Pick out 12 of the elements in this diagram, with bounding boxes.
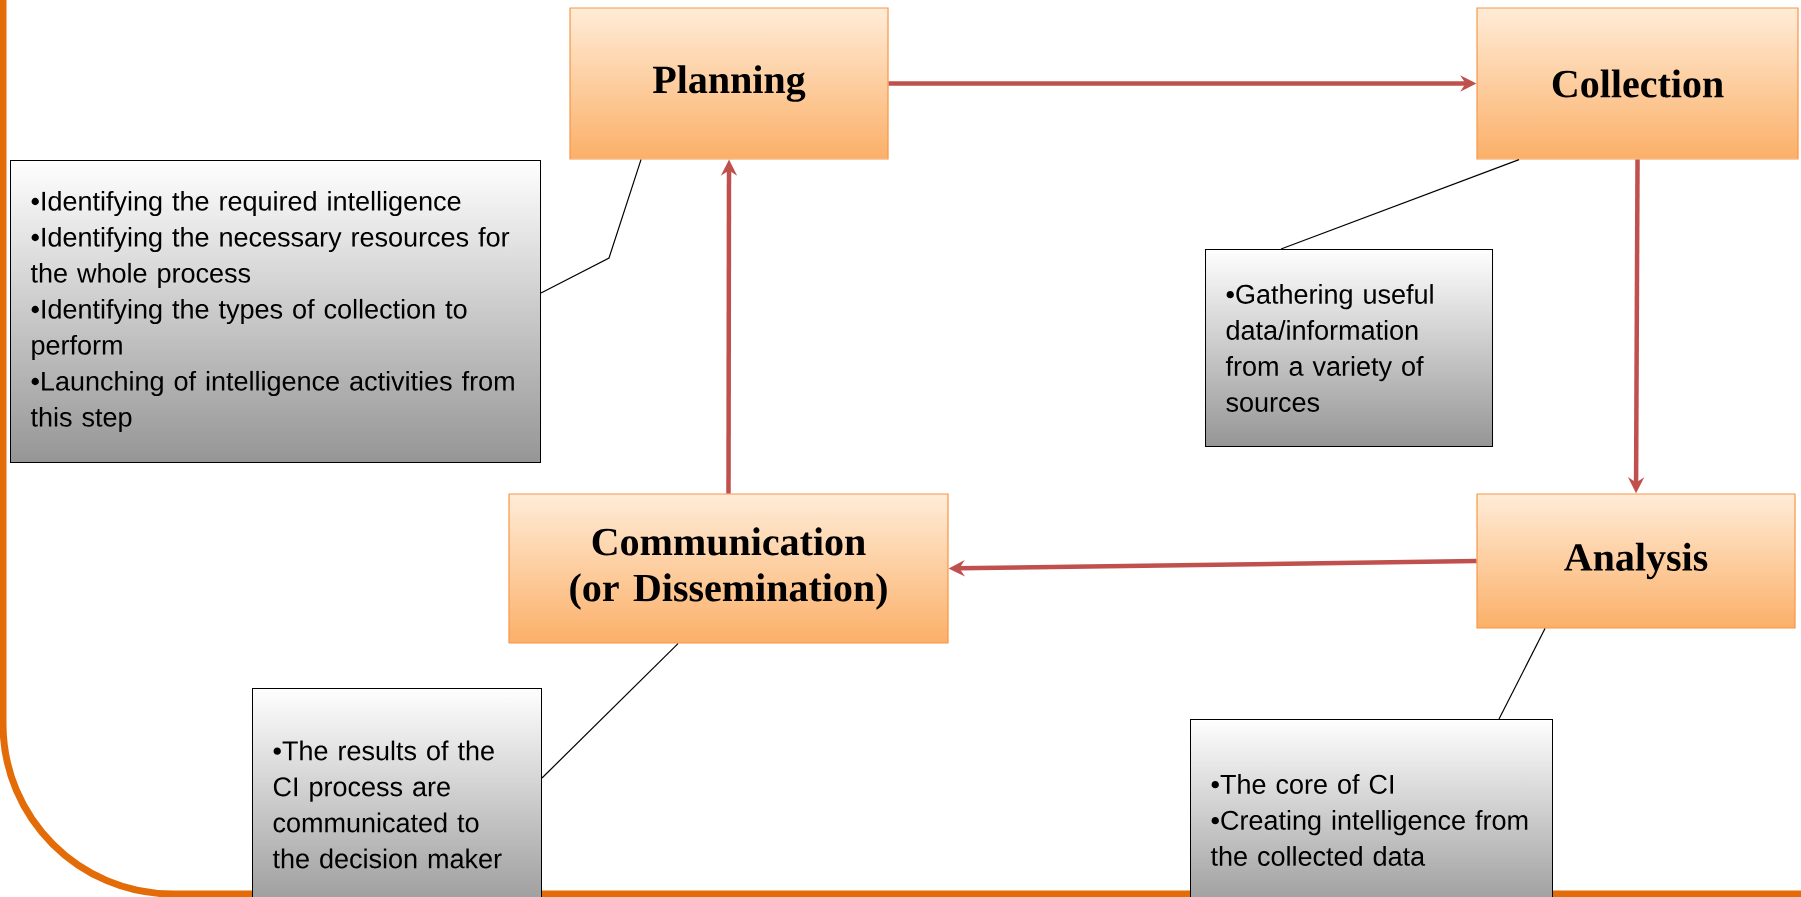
step-box: Analysis xyxy=(1476,493,1796,629)
note-box: •Gathering useful data/information from a variety of sources xyxy=(1205,249,1493,447)
note-box: •The results of the CI process are communicated to the decision maker xyxy=(252,688,542,897)
step-box: Communication (or Dissemination) xyxy=(508,493,949,644)
leader-line xyxy=(540,159,642,294)
note-box: •Identifying the required intelligence •Identifying the necessary resources for the whole process •Identifying the types of collection to perform •Launching of intelligence activities from this step xyxy=(10,160,541,463)
step-box: Collection xyxy=(1476,7,1799,160)
leader-line xyxy=(1498,628,1546,720)
step-box: Planning xyxy=(569,7,889,160)
leader-line xyxy=(1280,159,1520,250)
leader-line xyxy=(541,643,679,779)
note-box: •The core of CI •Creating intelligence from the collected data xyxy=(1190,719,1553,897)
